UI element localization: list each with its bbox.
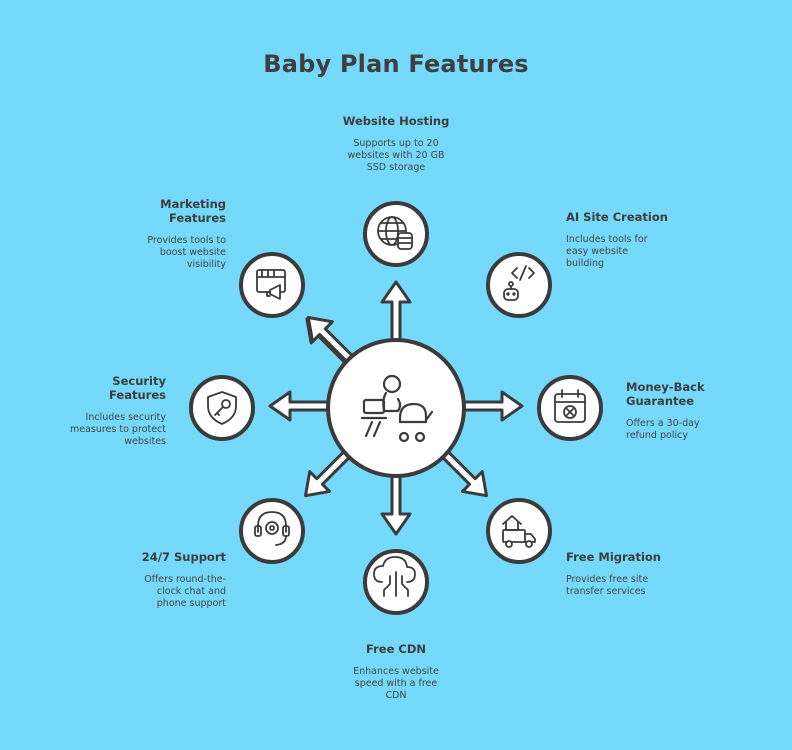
- feature-label-website-hosting: Website Hosting Supports up to 20 websit…: [316, 114, 476, 174]
- feature-description: Supports up to 20 websites with 20 GB SS…: [347, 138, 445, 173]
- feature-label-security: Security Features Includes security meas…: [6, 374, 166, 448]
- cloud-network-icon: [373, 556, 416, 597]
- arrows: [268, 280, 524, 536]
- node-money-back: [537, 375, 603, 441]
- feature-label-free-cdn: Free CDN Enhances website speed with a f…: [316, 642, 476, 702]
- feature-title: Website Hosting: [342, 114, 450, 128]
- feature-description: Provides tools to boost website visibili…: [147, 235, 226, 270]
- arrow-down-right: [439, 448, 489, 498]
- feature-description: Includes security measures to protect we…: [69, 412, 166, 447]
- feature-label-free-migration: Free Migration Provides free site transf…: [566, 550, 726, 598]
- feature-title: 24/7 Support: [141, 550, 226, 564]
- feature-description: Enhances website speed with a free CDN: [353, 666, 439, 701]
- moving-truck-icon: [502, 515, 536, 548]
- arrow-down-left: [303, 448, 353, 498]
- feature-title: Security Features: [109, 374, 166, 402]
- feature-title: Marketing Features: [160, 197, 226, 225]
- feature-description: Provides free site transfer services: [566, 574, 649, 597]
- arrow-right: [460, 390, 524, 422]
- feature-title: Money-Back Guarantee: [626, 380, 705, 408]
- shield-key-icon: [207, 391, 237, 425]
- arrow-down: [380, 474, 412, 536]
- person-laptop-stroller-icon: [360, 374, 434, 443]
- arrow-up: [380, 280, 412, 344]
- feature-label-money-back: Money-Back Guarantee Offers a 30-day ref…: [626, 380, 786, 442]
- browser-megaphone-icon: [256, 269, 286, 300]
- feature-description: Offers round-the-clock chat and phone su…: [144, 574, 226, 609]
- node-marketing: [239, 252, 305, 318]
- page-title: Baby Plan Features: [263, 50, 529, 78]
- node-support: [239, 498, 305, 564]
- feature-label-marketing: Marketing Features Provides tools to boo…: [66, 197, 226, 271]
- node-free-migration: [486, 498, 552, 564]
- feature-title: Free CDN: [365, 642, 426, 656]
- feature-label-support: 24/7 Support Offers round-the-clock chat…: [66, 550, 226, 610]
- arrow-up-left: [306, 315, 356, 365]
- feature-description: Includes tools for easy website building: [566, 234, 648, 269]
- globe-database-icon: [377, 216, 413, 250]
- center-hub: [326, 338, 466, 478]
- calendar-cancel-icon: [554, 389, 586, 423]
- feature-label-ai-site-creation: AI Site Creation Includes tools for easy…: [566, 210, 726, 270]
- robot-code-icon: [503, 265, 535, 301]
- feature-title: AI Site Creation: [566, 210, 668, 224]
- node-website-hosting: [363, 201, 429, 267]
- feature-title: Free Migration: [566, 550, 661, 564]
- node-ai-site-creation: [486, 252, 552, 318]
- feature-description: Offers a 30-day refund policy: [626, 418, 700, 441]
- arrow-left: [268, 390, 332, 422]
- headset-gear-icon: [254, 511, 290, 546]
